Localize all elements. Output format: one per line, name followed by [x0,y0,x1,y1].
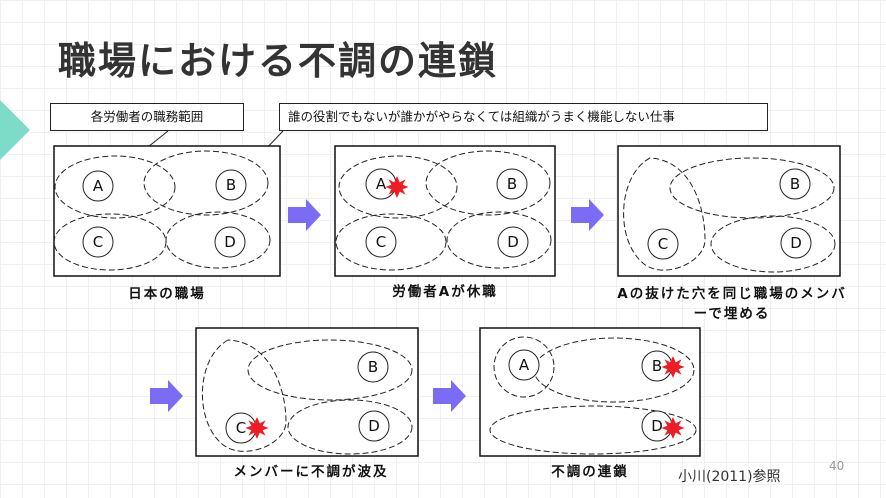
step-arrow-icon [150,380,183,412]
caption-spread: メンバーに不調が波及 [233,464,389,480]
callout-job-scope: 各労働者の職務範囲 [50,103,244,131]
ellipse-scope-b [143,150,269,216]
worker-label-d: D [224,233,236,251]
worker-circle-b [357,351,389,383]
worker-circle-d [497,226,529,258]
worker-label-d: D [368,417,380,435]
worker-label-c: C [236,419,246,437]
caption-chain: 不調の連鎖 [551,464,629,480]
worker-label-b: B [507,175,517,193]
worker-label-c: C [376,233,386,251]
ellipse-scope-b [425,150,551,216]
panel-frame [53,145,281,277]
worker-circle-a [508,349,540,381]
ellipse-scope-d [446,211,552,269]
worker-label-c: C [658,235,668,253]
panel-worker-a-leave: A B C D [334,145,556,277]
ellipse-scope-d-expanded [489,405,697,455]
ellipse-scope-b-expanded [247,339,413,401]
slide-title: 職場における不調の連鎖 [58,39,499,83]
worker-label-a: A [376,175,387,193]
worker-circle-a [82,170,114,202]
worker-circle-c [365,226,397,258]
citation: 小川(2011)参照 [678,469,781,485]
ellipse-scope-c [335,213,447,271]
ellipse-scope-c-expanded [202,339,287,452]
worker-circle-b [215,169,247,201]
ellipse-scope-d-expanded [287,399,413,455]
worker-label-b: B [790,175,800,193]
worker-label-d: D [651,417,663,435]
panel-fill-gap: B C D [617,145,841,277]
worker-circle-d [780,227,812,259]
ellipse-scope-a-small [493,336,555,398]
ellipse-scope-c-expanded [623,157,706,271]
callout-unassigned-work: 誰の役割でもないが誰かがやらなくては組織がうまく機能しない仕事 [279,103,768,131]
step-arrow-icon [433,380,466,412]
caption-fill-gap: Aの抜けた穴を同じ職場のメンバーで埋める [617,286,847,322]
page-number: 40 [829,459,845,473]
worker-circle-b [496,168,528,200]
ellipse-scope-d [165,211,271,269]
worker-circle-c [647,228,679,260]
panel-japan-workplace: A B C D [53,145,281,277]
worker-circle-c [82,226,114,258]
panel-frame [334,145,556,277]
worker-label-b: B [226,176,236,194]
caption-japan-workplace: 日本の職場 [128,286,206,302]
worker-label-c: C [93,233,103,251]
worker-label-d: D [790,234,802,252]
caption-worker-a-leave: 労働者Aが休職 [392,284,498,300]
worker-label-a: A [519,356,530,374]
panel-chain: A B D [479,327,701,457]
step-arrow-icon [288,199,321,231]
worker-circle-d [358,410,390,442]
panel-spread: B C D [195,327,419,457]
worker-label-d: D [507,233,519,251]
ellipse-scope-a [54,155,176,219]
step-arrow-icon [571,199,604,231]
worker-circle-b [779,168,811,200]
worker-label-b: B [368,358,378,376]
accent-triangle [0,100,30,160]
worker-label-a: A [93,177,104,195]
worker-label-b: B [652,357,662,375]
ellipse-scope-d-expanded [710,215,836,273]
worker-circle-d [214,226,246,258]
ellipse-scope-a [338,155,458,219]
